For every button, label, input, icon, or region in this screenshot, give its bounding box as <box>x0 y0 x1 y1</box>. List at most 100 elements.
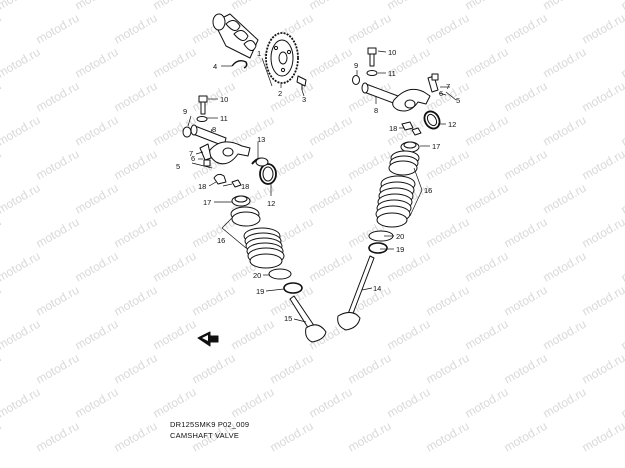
watermark-text: motod.ru <box>346 419 394 455</box>
watermark-text: motod.ru <box>307 45 355 81</box>
watermark-text: motod.ru <box>151 317 199 353</box>
tappet-right <box>401 121 422 136</box>
watermark-text: motod.ru <box>346 351 394 387</box>
watermark-text: motod.ru <box>424 419 472 455</box>
watermark-text: motod.ru <box>463 249 511 285</box>
watermark-text: motod.ru <box>580 79 625 115</box>
watermark-text: motod.ru <box>385 317 433 353</box>
watermark-text: motod.ru <box>0 0 43 13</box>
bolt-right <box>367 47 377 67</box>
watermark-text: motod.ru <box>580 11 625 47</box>
watermark-text: motod.ru <box>502 147 550 183</box>
watermark-text: motod.ru <box>346 147 394 183</box>
watermark-text: motod.ru <box>346 11 394 47</box>
watermark-text: motod.ru <box>541 181 589 217</box>
callout-12-right: 12 <box>448 120 456 129</box>
watermark-text: motod.ru <box>229 0 277 13</box>
valve-exhaust <box>289 295 327 343</box>
watermark-text: motod.ru <box>385 0 433 13</box>
callout-labels: 1 2 3 4 5 5 6 6 7 7 8 8 9 9 10 10 11 11 … <box>176 48 460 323</box>
callout-10-right: 10 <box>388 48 396 57</box>
watermark-text: motod.ru <box>580 419 625 455</box>
watermark-text: motod.ru <box>580 147 625 183</box>
watermark-text: motod.ru <box>0 113 43 149</box>
watermark-text: motod.ru <box>619 181 625 217</box>
callout-18-left-b: 18 <box>241 182 249 191</box>
watermark-text: motod.ru <box>580 283 625 319</box>
callout-9-left: 9 <box>183 107 187 116</box>
valve-spring-right <box>375 150 420 228</box>
watermark-text: motod.ru <box>307 181 355 217</box>
rocker-arm-right <box>392 88 431 112</box>
watermark-text: motod.ru <box>424 351 472 387</box>
callout-5-left: 5 <box>176 162 180 171</box>
watermark-text: motod.ru <box>502 215 550 251</box>
callout-17-right: 17 <box>432 142 440 151</box>
watermark-text: motod.ru <box>34 215 82 251</box>
washer-right <box>366 70 378 76</box>
watermark-text: motod.ru <box>307 0 355 13</box>
watermark-text: motod.ru <box>424 147 472 183</box>
camshaft <box>212 13 259 59</box>
watermark-text: motod.ru <box>112 283 160 319</box>
watermark-text: motod.ru <box>151 45 199 81</box>
watermark-text: motod.ru <box>307 113 355 149</box>
watermark-text: motod.ru <box>619 113 625 149</box>
adjuster-left <box>199 143 212 167</box>
callout-11-left: 11 <box>220 114 228 123</box>
watermark-text: motod.ru <box>112 351 160 387</box>
watermark-text: motod.ru <box>463 317 511 353</box>
sprocket-bolt <box>296 75 307 90</box>
watermark-text: motod.ru <box>502 351 550 387</box>
washer-left <box>196 116 208 122</box>
o-ring-right <box>352 75 360 85</box>
watermark-text: motod.ru <box>424 283 472 319</box>
callout-6-right: 6 <box>439 89 443 98</box>
callout-5-right: 5 <box>456 96 460 105</box>
watermark-text: motod.ru <box>0 385 43 421</box>
watermark-text: motod.ru <box>502 79 550 115</box>
watermark-text: motod.ru <box>112 419 160 455</box>
callout-14: 14 <box>373 284 381 293</box>
watermark-text: motod.ru <box>502 283 550 319</box>
bolt-left <box>198 95 208 115</box>
watermark-text: motod.ru <box>463 45 511 81</box>
diagram-title: CAMSHAFT VALVE <box>170 431 240 440</box>
callout-8-right: 8 <box>374 106 378 115</box>
spring-retainer-left <box>231 195 251 207</box>
callout-16-left: 16 <box>217 236 225 245</box>
watermark-text: motod.ru <box>73 317 121 353</box>
valve-intake <box>337 255 375 331</box>
watermark-text: motod.ru <box>502 11 550 47</box>
adjuster-right <box>427 73 439 93</box>
watermark-text: motod.ru <box>268 79 316 115</box>
spring-retainer-right <box>400 141 420 153</box>
watermark-text: motod.ru <box>541 317 589 353</box>
front-arrow-icon <box>197 331 219 347</box>
tappet-left <box>213 173 242 188</box>
watermark-text: motod.ru <box>34 147 82 183</box>
oil-seal-right <box>368 242 388 254</box>
watermark-text: motod.ru <box>34 351 82 387</box>
watermark-text: motod.ru <box>151 249 199 285</box>
watermark-text: motod.ru <box>73 249 121 285</box>
watermark-text: motod.ru <box>190 283 238 319</box>
watermark-text: motod.ru <box>502 419 550 455</box>
callout-10-left: 10 <box>220 95 228 104</box>
watermark-text: motod.ru <box>580 351 625 387</box>
watermark-text: motod.ru <box>0 317 43 353</box>
callout-8-left: 8 <box>212 125 216 134</box>
callout-9-right: 9 <box>354 61 358 70</box>
watermark-text: motod.ru <box>112 79 160 115</box>
watermark-text: motod.ru <box>0 351 4 387</box>
watermark-text: motod.ru <box>0 419 4 455</box>
watermark-text: motod.ru <box>541 385 589 421</box>
watermark-text: motod.ru <box>0 45 43 81</box>
watermark-text: motod.ru <box>580 215 625 251</box>
watermark-text: motod.ru <box>34 79 82 115</box>
oil-seal-left <box>283 282 303 294</box>
watermark-text: motod.ru <box>0 181 43 217</box>
watermark-text: motod.ru <box>190 351 238 387</box>
cap-right <box>423 110 441 130</box>
